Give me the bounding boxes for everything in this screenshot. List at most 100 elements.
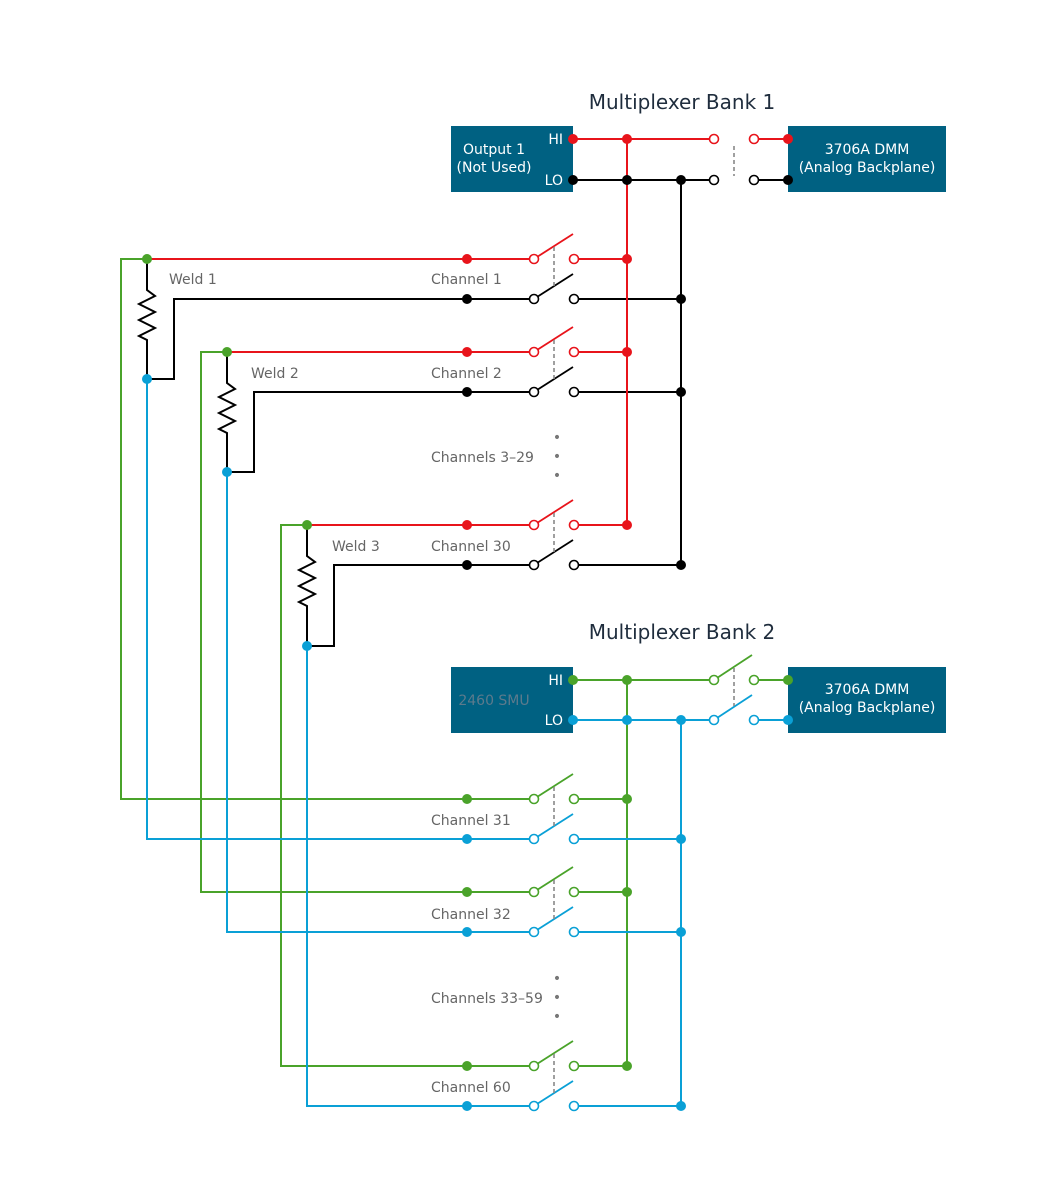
dmm2-box	[788, 667, 946, 733]
channel31-label: Channel 31	[431, 813, 511, 829]
dmm1-label: 3706A DMM	[825, 142, 910, 158]
smu-box	[451, 667, 573, 733]
bank1-hi-node	[622, 254, 632, 264]
bank2-lo-node	[676, 927, 686, 937]
ellipsis-dot: •	[553, 971, 561, 987]
smu-label: 2460 SMU	[458, 693, 529, 709]
bank1-lo-node	[462, 294, 472, 304]
ch30-switch-lo-contact-b	[568, 559, 580, 571]
smu-hi-label: HI	[548, 673, 563, 689]
ch30-switch-lo-contact-a	[528, 559, 540, 571]
bank2-hi-node	[568, 675, 578, 685]
bank2-lo-node	[462, 1101, 472, 1111]
output1-lo-label: LO	[545, 173, 563, 189]
channels33-59-label: Channels 33–59	[431, 991, 543, 1007]
dmm1-relay-lo-contact-a	[708, 174, 720, 186]
labels: Multiplexer Bank 1 Multiplexer Bank 2 Ou…	[169, 90, 935, 1096]
ch30-lo-in	[307, 564, 534, 647]
relay-switches	[528, 133, 760, 1112]
bank1-lo-node	[676, 560, 686, 570]
weld-resistors	[136, 259, 318, 646]
dmm2-relay-lo-contact-a	[708, 714, 720, 726]
bank2-lo-wires	[146, 379, 788, 1107]
weld2-hi-to-ch32	[200, 351, 534, 893]
bank1-lo-node	[568, 175, 578, 185]
weld-lo-node	[142, 374, 152, 384]
ch31-switch-hi-blade	[536, 773, 574, 798]
ch60-switch-hi-blade	[536, 1040, 574, 1065]
ch2-switch-lo-contact-a	[528, 386, 540, 398]
weld-hi-node	[222, 347, 232, 357]
ch1-switch-hi-contact-b	[568, 253, 580, 265]
output1-sublabel: (Not Used)	[457, 160, 532, 176]
bank2-lo-node	[568, 715, 578, 725]
output1-label: Output 1	[463, 142, 525, 158]
bank1-lo-wires	[147, 179, 788, 647]
dmm2-relay-lo-blade	[716, 694, 753, 719]
weld3-resistor	[296, 525, 318, 646]
ch32-switch-lo-contact-b	[568, 926, 580, 938]
ellipsis-dot: •	[553, 430, 561, 446]
ch60-switch-lo-contact-b	[568, 1100, 580, 1112]
bank1-hi-wires	[147, 138, 788, 526]
weld1-label: Weld 1	[169, 272, 217, 288]
ch32-switch-hi-blade	[536, 866, 574, 891]
bank2-hi-node	[462, 887, 472, 897]
bank2-hi-node	[462, 794, 472, 804]
ch60-switch-lo-blade	[536, 1080, 574, 1105]
ch2-switch-hi-contact-b	[568, 346, 580, 358]
ellipsis-dot: •	[553, 468, 561, 484]
bank1-hi-node	[783, 134, 793, 144]
bank2-lo-node	[462, 834, 472, 844]
bank1-lo-node	[676, 387, 686, 397]
dmm1-relay-lo-contact-b	[748, 174, 760, 186]
bank2-lo-node	[783, 715, 793, 725]
bank2-hi-wires	[120, 258, 788, 1067]
ch1-switch-lo-blade	[536, 273, 574, 298]
weld3-hi-to-ch60	[280, 524, 534, 1067]
ch32-switch-lo-blade	[536, 906, 574, 931]
smu-lo-label: LO	[545, 713, 563, 729]
bank1-lo-node	[676, 175, 686, 185]
ellipsis-dot: •	[553, 449, 561, 465]
weld2-resistor	[216, 352, 238, 472]
bank1-hi-node	[622, 520, 632, 530]
output1-hi-label: HI	[548, 132, 563, 148]
bank1-hi-node	[622, 347, 632, 357]
ch2-switch-lo-blade	[536, 366, 574, 391]
ch1-switch-hi-blade	[536, 233, 574, 258]
dmm2-relay-hi-contact-b	[748, 674, 760, 686]
ch60-switch-hi-contact-a	[528, 1060, 540, 1072]
weld-lo-node	[302, 641, 312, 651]
bank2-lo-node	[676, 1101, 686, 1111]
ch1-switch-hi-contact-a	[528, 253, 540, 265]
bank1-title: Multiplexer Bank 1	[589, 90, 776, 114]
bank2-lo-node	[462, 927, 472, 937]
bank1-hi-node	[568, 134, 578, 144]
bank1-hi-node	[462, 347, 472, 357]
bank2-lo-node	[622, 715, 632, 725]
ch1-lo-in	[147, 298, 534, 380]
bank2-hi-node	[622, 887, 632, 897]
ch32-switch-hi-contact-b	[568, 886, 580, 898]
channel1-label: Channel 1	[431, 272, 502, 288]
weld1-resistor	[136, 259, 158, 379]
bank2-lo-node	[676, 834, 686, 844]
ch30-switch-hi-contact-b	[568, 519, 580, 531]
bank1-hi-node	[462, 520, 472, 530]
weld2-lo-to-ch32	[226, 472, 534, 933]
ch31-switch-lo-contact-a	[528, 833, 540, 845]
dmm2-label: 3706A DMM	[825, 682, 910, 698]
ellipsis-dot: •	[553, 1009, 561, 1025]
ch31-switch-hi-contact-b	[568, 793, 580, 805]
ch30-switch-hi-blade	[536, 499, 574, 524]
bank1-hi-node	[622, 134, 632, 144]
ch2-switch-lo-contact-b	[568, 386, 580, 398]
ch30-switch-lo-blade	[536, 539, 574, 564]
weld1-hi-to-ch31	[120, 258, 534, 800]
dmm1-relay-hi-contact-b	[748, 133, 760, 145]
bank2-hi-node	[622, 794, 632, 804]
bank1-lo-node	[783, 175, 793, 185]
dmm2-relay-hi-contact-a	[708, 674, 720, 686]
bank2-hi-node	[622, 675, 632, 685]
